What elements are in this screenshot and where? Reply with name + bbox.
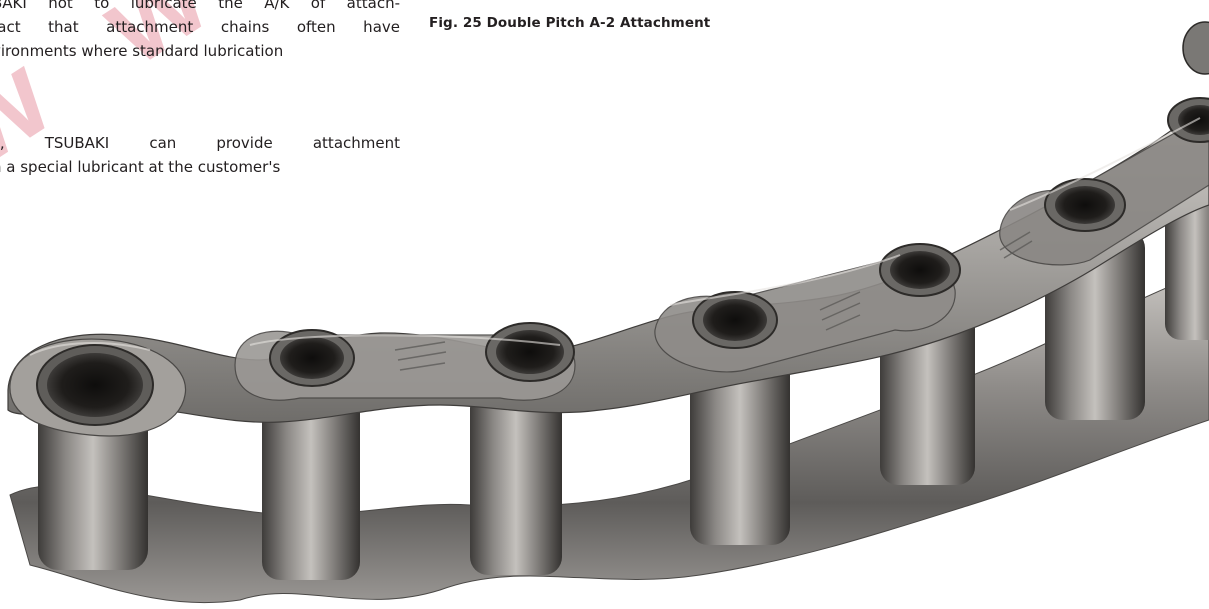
figure-caption: Fig. 25 Double Pitch A-2 Attachment xyxy=(429,15,711,31)
body-line: BAKI not to lubricate the A/K of attach- xyxy=(0,0,400,12)
body-line: vironments where standard lubrication xyxy=(0,42,284,60)
body-line: s, TSUBAKI can provide attachment xyxy=(0,134,400,152)
body-paragraph: BAKI not to lubricate the A/K of attach-… xyxy=(0,0,400,63)
body-line: fact that attachment chains often have xyxy=(0,18,400,36)
body-paragraph: s, TSUBAKI can provide attachment h a sp… xyxy=(0,131,400,179)
body-line: h a special lubricant at the customer's xyxy=(0,158,281,176)
